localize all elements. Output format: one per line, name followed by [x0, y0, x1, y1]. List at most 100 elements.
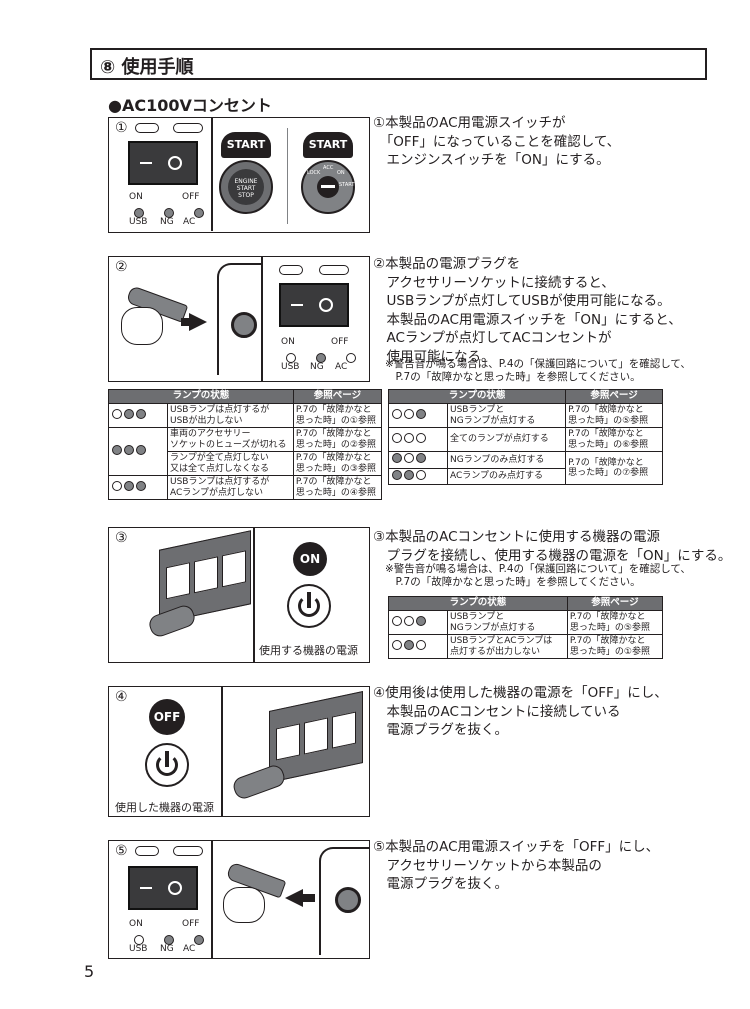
- ac-lamp: [136, 408, 146, 419]
- lamp-ref: P.7の「故障かなと 思った時」の⑤参照: [565, 403, 663, 428]
- usb-lamp: [392, 453, 402, 463]
- lamp-indicator-cell: [388, 634, 448, 659]
- ac-label: AC: [183, 944, 196, 954]
- table-row: 車両のアクセサリー ソケットのヒューズが切れる P.7の「故障かなと 思った時」…: [108, 427, 383, 476]
- ng-lamp: [124, 480, 134, 491]
- table-row: ACランプのみ点灯する: [388, 467, 663, 485]
- table-row: USBランプと NGランプが点灯する P.7の「故障かなと 思った時」の⑤参照: [388, 403, 663, 428]
- ng-lamp: [164, 935, 175, 945]
- lamp-ref: P.7の「故障かなと 思った時」の④参照: [292, 475, 383, 500]
- ac-lamp: [136, 480, 146, 491]
- lamp-ref: P.7の「故障かなと 思った時」の②参照: [292, 427, 383, 452]
- ng-lamp: [124, 444, 134, 455]
- slot-icon: [319, 265, 349, 275]
- lamp-ref: P.7の「故障かなと 思った時」の⑤参照: [566, 610, 664, 635]
- start-tab: START: [221, 132, 271, 158]
- lamp-indicator-cell: [388, 610, 448, 635]
- ac-lamp-lit: [416, 639, 426, 650]
- section-title: ⑧ 使用手順: [100, 57, 194, 78]
- ng-lamp-lit: [404, 453, 414, 463]
- table-row: USBランプとACランプは 点灯するが出力しない P.7の「故障かなと 思った時…: [388, 634, 664, 659]
- step4-number: ④: [115, 689, 128, 705]
- start-tab: START: [303, 132, 353, 158]
- usb-lamp: [392, 469, 402, 480]
- step1-panel: ① ON OFF USB NG AC START ENGINE START ST…: [108, 117, 370, 233]
- lamp-desc: USBランプは点灯するが ACランプが点灯しない: [167, 475, 294, 500]
- lamp-indicator-cell: [388, 427, 448, 452]
- on-label: ON: [337, 170, 345, 176]
- off-label: OFF: [331, 337, 349, 347]
- engine-button-ring: ENGINE START STOP: [219, 160, 273, 214]
- step3-panel: ③ ON 使用する機器の電源: [108, 527, 370, 663]
- step5-text: ⑤本製品のAC用電源スイッチを「OFF」にし、 アクセサリーソケットから本製品の…: [373, 839, 660, 892]
- ng-label: NG: [310, 362, 324, 372]
- divider: [253, 528, 255, 662]
- arrow-right-icon: [189, 313, 207, 331]
- lamp-indicator-cell: [108, 403, 168, 428]
- lamp-ref: P.7の「故障かなと 思った時」の①参照: [292, 403, 383, 428]
- lamp-desc: ACランプのみ点灯する: [446, 467, 567, 485]
- ac-lamp-lit: [416, 469, 426, 480]
- ac-lamp: [416, 453, 426, 463]
- usb-lamp-lit: [112, 408, 122, 419]
- step2-note: ※警告音が鳴る場合は、P.4の「保護回路について」を確認して、 P.7の「故障か…: [385, 358, 691, 383]
- divider: [211, 118, 213, 231]
- arrow-left-icon: [285, 889, 303, 907]
- outlet-icon: [166, 562, 190, 600]
- step4-panel: ④ OFF 使用した機器の電源: [108, 686, 370, 817]
- inverter-switch-panel: ① ON OFF USB NG AC: [109, 118, 211, 231]
- switch-on-mark: [168, 881, 182, 895]
- step1-text: ①本製品のAC用電源スイッチが 「OFF」になっていることを確認して、 エンジン…: [373, 115, 621, 168]
- hand-icon: [146, 602, 198, 640]
- divider: [211, 841, 213, 958]
- lamp-desc: USBランプとACランプは 点灯するが出力しない: [447, 634, 568, 659]
- ac-lamp-lit: [346, 353, 357, 363]
- power-button-icon: [145, 743, 189, 787]
- key-ignition: START LOCK ACC ON START: [299, 132, 357, 220]
- table-row: USBランプと NGランプが点灯する P.7の「故障かなと 思った時」の⑤参照: [388, 610, 664, 635]
- on-label: ON: [129, 192, 143, 202]
- table-row: USBランプは点灯するが ACランプが点灯しない P.7の「故障かなと 思った時…: [108, 475, 383, 500]
- table-row: USBランプは点灯するが USBが出力しない P.7の「故障かなと 思った時」の…: [108, 403, 383, 428]
- usb-lamp-lit: [392, 639, 402, 650]
- step4-text: ④使用後は使用した機器の電源を「OFF」にし、 本製品のACコンセントに接続して…: [373, 685, 668, 738]
- header-status: ランプの状態: [387, 389, 567, 404]
- dashboard-panel: [217, 263, 263, 375]
- switch-off-mark: [140, 887, 152, 889]
- lamp-desc: ランプが全て点灯しない 又は全て点灯しなくなる: [167, 451, 294, 476]
- step3-number: ③: [115, 530, 128, 546]
- step5-number: ⑤: [115, 843, 128, 859]
- slot-icon: [173, 846, 203, 856]
- ac-power-switch[interactable]: [279, 283, 349, 327]
- ac-lamp-lit: [416, 432, 426, 443]
- lamp-desc: NGランプのみ点灯する: [446, 451, 567, 469]
- hand-icon: [230, 762, 288, 802]
- accessory-socket-icon: [335, 887, 361, 913]
- header-status: ランプの状態: [388, 596, 568, 611]
- lamp-ref: P.7の「故障かなと 思った時」の⑦参照: [565, 451, 663, 485]
- lamp-table-left: ランプの状態 参照ページ USBランプは点灯するが USBが出力しない P.7の…: [108, 389, 383, 500]
- slot-icon: [135, 846, 159, 856]
- key-slot: [317, 176, 339, 198]
- lamp-indicator-cell: [388, 403, 448, 428]
- usb-label: USB: [281, 362, 300, 372]
- ng-lamp: [404, 469, 414, 480]
- usb-lamp-lit: [392, 615, 402, 626]
- usb-lamp: [134, 208, 144, 218]
- divider: [287, 128, 288, 224]
- step2-panel: ② ON OFF USB NG AC: [108, 256, 370, 382]
- ac-power-switch[interactable]: [128, 866, 198, 910]
- power-line: [165, 751, 169, 767]
- outlet-icon: [304, 717, 328, 755]
- ng-lamp: [316, 353, 327, 363]
- outlet-icon: [222, 550, 246, 588]
- lamp-table-step3: ランプの状態 参照ページ USBランプと NGランプが点灯する P.7の「故障か…: [388, 596, 664, 659]
- lamp-ref: P.7の「故障かなと 思った時」の⑥参照: [565, 427, 663, 452]
- ac-power-switch[interactable]: [128, 141, 198, 185]
- lamp-ref: P.7の「故障かなと 思った時」の③参照: [292, 451, 383, 476]
- usb-lamp-lit: [392, 432, 402, 443]
- power-line: [307, 592, 311, 608]
- hand-icon: [121, 307, 163, 345]
- section-title-box: [90, 48, 707, 80]
- slot-icon: [135, 123, 159, 133]
